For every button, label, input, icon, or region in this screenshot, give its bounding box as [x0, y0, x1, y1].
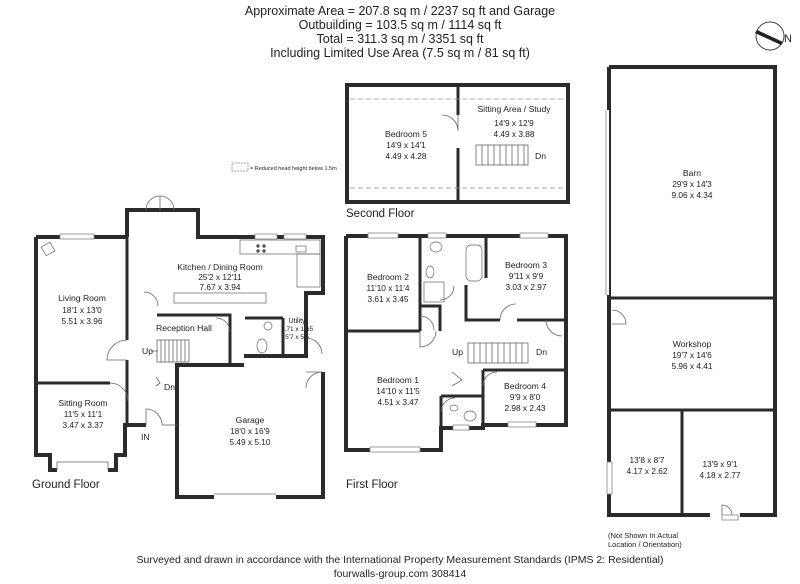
outbuilding: Barn 29'9 x 14'3 9.06 x 4.34 Workshop 19…: [605, 65, 777, 549]
compass: N: [755, 21, 792, 51]
area-summary: Approximate Area = 207.8 sq m / 2237 sq …: [200, 4, 600, 60]
utility-name: Utility: [288, 318, 306, 325]
footer-standards: Surveyed and drawn in accordance with th…: [136, 554, 664, 566]
kitchen-name: Kitchen / Dining Room: [177, 262, 263, 272]
store2-metric: 4.18 x 2.77: [699, 470, 740, 480]
kitchen-metric: 7.67 x 3.94: [199, 282, 240, 292]
bedroom4-imperial: 9'9 x 8'0: [510, 392, 541, 402]
sitting-room-imperial: 11'5 x 11'1: [64, 409, 103, 419]
bedroom5-name: Bedroom 5: [385, 129, 427, 139]
outbuilding-note-line-2: Location / Orientation): [608, 540, 682, 549]
store1-metric: 4.17 x 2.62: [626, 466, 667, 476]
utility-metric: 1.71 x 1.65: [281, 326, 314, 333]
bedroom1-imperial: 14'10 x 11'5: [376, 386, 420, 396]
kitchen-imperial: 25'2 x 12'11: [198, 272, 242, 282]
compass-needle-icon: [755, 30, 783, 45]
living-room-metric: 5.51 x 3.96: [61, 316, 102, 326]
second-floor-title: Second Floor: [346, 208, 415, 220]
second-stairs-dn-label: Dn: [535, 151, 546, 161]
legend-swatch: [231, 162, 249, 172]
store1-imperial: 13'8 x 8'7: [630, 455, 665, 465]
compass-north-label: N: [784, 33, 792, 45]
bedroom3-metric: 3.03 x 2.97: [505, 282, 546, 292]
bedroom4-metric: 2.98 x 2.43: [504, 403, 545, 413]
second-floor: Bedroom 5 14'9 x 14'1 4.49 x 4.28 Sittin…: [345, 83, 570, 220]
first-floor: Bedroom 2 11'10 x 11'4 3.61 x 3.45 Bedro…: [344, 232, 568, 491]
bedroom2-name: Bedroom 2: [367, 272, 409, 282]
bedroom2-imperial: 11'10 x 11'4: [367, 283, 410, 293]
area-line-2: Outbuilding = 103.5 sq m / 1114 sq ft: [298, 18, 502, 32]
bedroom1-name: Bedroom 1: [377, 375, 419, 385]
study-name: Sitting Area / Study: [477, 104, 551, 114]
outbuilding-note-line-1: (Not Shown In Actual: [608, 531, 678, 540]
ground-stairs-up-label: Up: [142, 346, 153, 356]
first-floor-title: First Floor: [346, 479, 398, 491]
study-metric: 4.49 x 3.88: [493, 129, 534, 139]
barn-metric: 9.06 x 4.34: [671, 190, 712, 200]
study-imperial: 14'9 x 12'9: [494, 118, 534, 128]
ground-floor: Kitchen / Dining Room 25'2 x 12'11 7.67 …: [32, 195, 325, 499]
workshop-name: Workshop: [673, 339, 712, 349]
bedroom1-metric: 4.51 x 3.47: [377, 397, 418, 407]
legend-text: = Reduced head height below 1.5m: [250, 166, 337, 172]
bedroom3-imperial: 9'11 x 9'9: [509, 271, 544, 281]
living-room-name: Living Room: [58, 293, 106, 303]
sitting-room-metric: 3.47 x 3.37: [62, 420, 103, 430]
living-room-imperial: 18'1 x 13'0: [62, 305, 102, 315]
store2-imperial: 13'9 x 9'1: [703, 459, 738, 469]
reception-hall-name: Reception Hall: [156, 323, 212, 333]
footer-website: fourwalls-group.com 308414: [333, 568, 467, 580]
barn-imperial: 29'9 x 14'3: [672, 179, 712, 189]
first-stairs-up-label: Up: [452, 347, 463, 357]
entrance-label: IN: [141, 432, 150, 442]
workshop-metric: 5.96 x 4.41: [671, 361, 712, 371]
garage-imperial: 18'0 x 16'9: [230, 426, 270, 436]
barn-name: Barn: [683, 168, 701, 178]
bedroom5-imperial: 14'9 x 14'1: [386, 140, 426, 150]
garage-name: Garage: [236, 415, 265, 425]
area-line-4: Including Limited Use Area (7.5 sq m / 8…: [270, 46, 530, 60]
area-line-3: Total = 311.3 sq m / 3351 sq ft: [316, 32, 484, 46]
bedroom3-name: Bedroom 3: [505, 260, 547, 270]
bedroom5-metric: 4.49 x 4.28: [385, 151, 426, 161]
sitting-room-name: Sitting Room: [58, 398, 107, 408]
first-stairs-dn-label: Dn: [536, 347, 547, 357]
ground-stairs-dn-label: Dn: [164, 382, 175, 392]
legend: = Reduced head height below 1.5m: [231, 162, 337, 172]
area-line-1: Approximate Area = 207.8 sq m / 2237 sq …: [244, 4, 556, 18]
garage-metric: 5.49 x 5.10: [229, 437, 270, 447]
utility-imperial: 5'7 x 5'5: [285, 334, 309, 341]
bedroom2-metric: 3.61 x 3.45: [367, 294, 408, 304]
bedroom4-name: Bedroom 4: [504, 381, 546, 391]
ground-floor-title: Ground Floor: [32, 479, 100, 491]
workshop-imperial: 19'7 x 14'6: [672, 350, 712, 360]
